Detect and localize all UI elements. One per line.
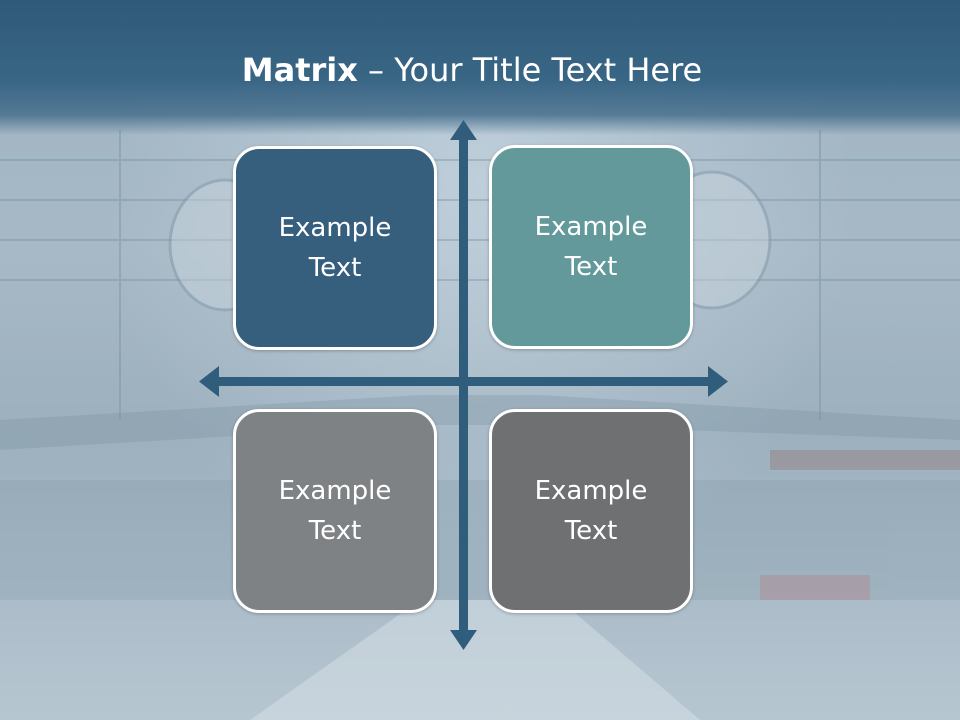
matrix-cell-top-left[interactable]: Example Text	[233, 146, 437, 350]
cell-text-top-right: Example Text	[534, 212, 648, 282]
matrix-cell-bottom-left[interactable]: Example Text	[233, 409, 437, 613]
matrix-cell-bottom-right[interactable]: Example Text	[489, 409, 693, 613]
horizontal-axis	[215, 377, 712, 386]
slide-title-bold: Matrix	[241, 51, 358, 89]
arrow-up-icon	[450, 120, 477, 140]
cell-text-bottom-left: Example Text	[278, 476, 392, 546]
cell-text-bottom-right: Example Text	[534, 476, 648, 546]
arrow-right-icon	[708, 366, 728, 397]
arrow-left-icon	[199, 366, 219, 397]
arrow-down-icon	[450, 630, 477, 650]
cell-text-top-left: Example Text	[278, 213, 392, 283]
header-band	[0, 0, 960, 135]
slide-title-rest: – Your Title Text Here	[357, 51, 703, 89]
slide-title: Matrix – Your Title Text Here	[0, 48, 944, 92]
matrix-cell-top-right[interactable]: Example Text	[489, 145, 693, 349]
